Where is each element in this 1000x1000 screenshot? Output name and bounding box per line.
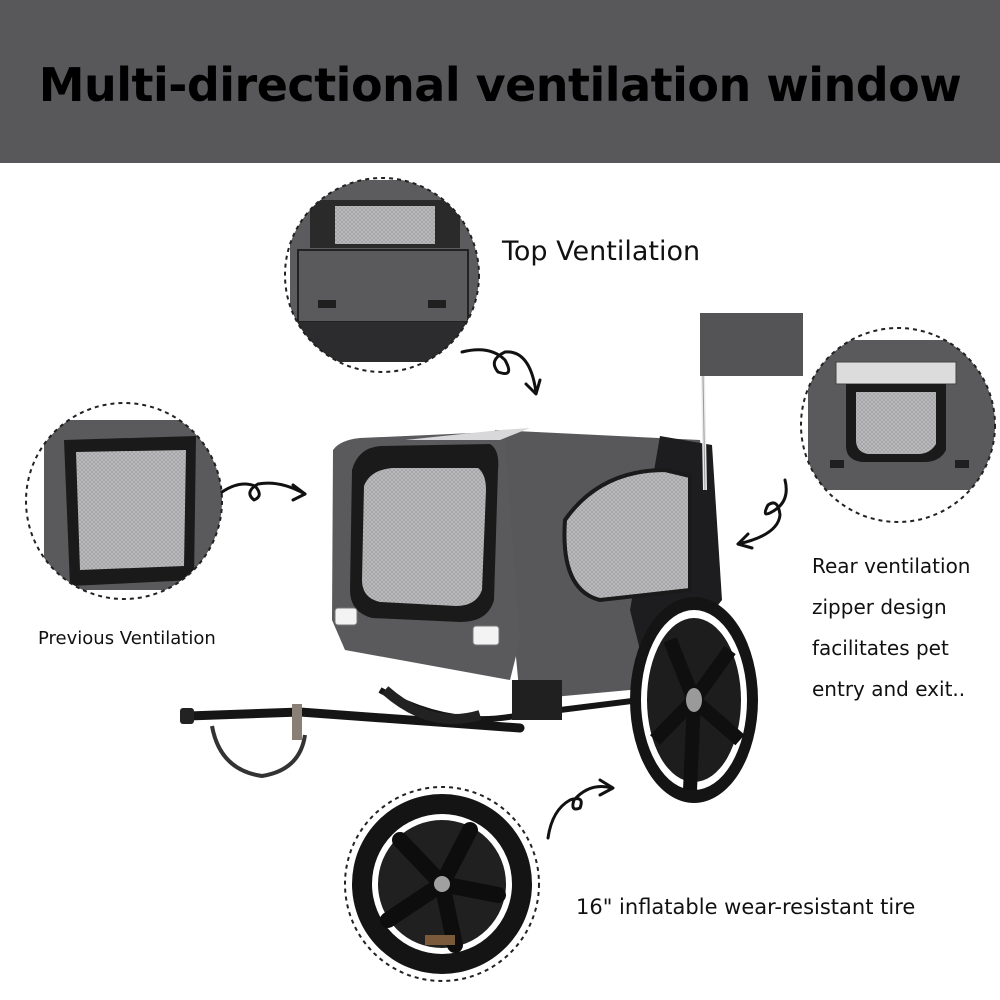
arrow-tire <box>546 785 614 840</box>
arrow-previous <box>220 481 307 502</box>
top-ventilation-detail <box>284 177 480 373</box>
rear-ventilation-line: entry and exit.. <box>812 677 966 701</box>
tire-detail <box>344 786 540 982</box>
rear-wheel <box>630 597 758 803</box>
safety-flag <box>700 313 803 491</box>
front-ventilation-detail <box>25 402 223 600</box>
arrow-top <box>460 348 538 394</box>
banner-title: Multi-directional ventilation window <box>38 58 962 112</box>
title-banner: Multi-directional ventilation window <box>0 0 1000 163</box>
previous-ventilation-label: Previous Ventilation <box>38 628 216 649</box>
tire-label: 16" inflatable wear-resistant tire <box>576 895 916 919</box>
rear-ventilation-line: facilitates pet <box>812 636 949 660</box>
rear-ventilation-label: Rear ventilation zipper design facilitat… <box>812 546 970 710</box>
rear-ventilation-line: zipper design <box>812 595 947 619</box>
rear-ventilation-line: Rear ventilation <box>812 554 971 578</box>
rear-ventilation-detail <box>800 327 996 523</box>
top-ventilation-label: Top Ventilation <box>502 236 701 267</box>
arrow-rear <box>736 478 788 546</box>
